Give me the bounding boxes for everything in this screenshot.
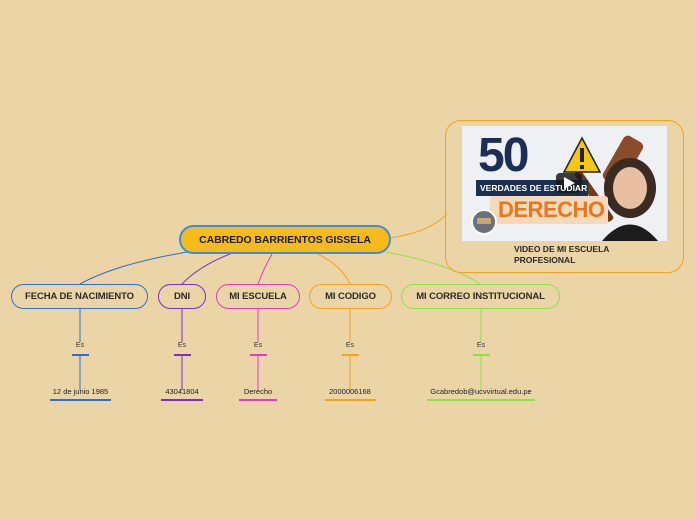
branch-label: MI CORREO INSTITUCIONAL: [416, 291, 545, 302]
link-fecha: [79, 249, 201, 285]
connector-label[interactable]: Es: [177, 342, 187, 349]
thumbnail-number: 50: [478, 129, 529, 182]
derecho-pill: [490, 196, 608, 224]
link-video: [389, 213, 448, 239]
video-thumbnail[interactable]: 50 VERDADES DE ESTUDIAR DERECHO: [462, 126, 667, 241]
central-topic-label: CABREDO BARRIENTOS GISSELA: [199, 233, 371, 246]
video-node[interactable]: [445, 120, 684, 273]
connector-label[interactable]: Es: [253, 342, 263, 349]
branch-fecha-de-nacimiento[interactable]: FECHA DE NACIMIENTO: [11, 284, 148, 309]
branch-mi-escuela[interactable]: MI ESCUELA: [216, 284, 300, 309]
value-escuela[interactable]: Derecho: [243, 387, 273, 396]
branch-label: MI ESCUELA: [229, 291, 287, 302]
branch-mi-correo-institucional[interactable]: MI CORREO INSTITUCIONAL: [401, 284, 560, 309]
connector-label[interactable]: Es: [476, 342, 486, 349]
video-caption: VIDEO DE MI ESCUELA PROFESIONAL: [514, 244, 610, 265]
person-photo: [602, 158, 658, 241]
thumbnail-art: [462, 126, 667, 241]
connector-label[interactable]: Es: [75, 342, 85, 349]
branch-dni[interactable]: DNI: [158, 284, 206, 309]
thumbnail-banner: VERDADES DE ESTUDIAR: [480, 183, 588, 193]
central-topic[interactable]: CABREDO BARRIENTOS GISSELA: [179, 225, 391, 254]
value-codigo[interactable]: 2000006168: [329, 387, 371, 396]
branch-label: MI CODIGO: [325, 291, 376, 302]
value-fecha[interactable]: 12 de junio 1985: [52, 387, 109, 396]
link-escuela: [257, 253, 273, 285]
link-dni: [181, 251, 236, 285]
thumbnail-word: DERECHO: [498, 197, 605, 222]
play-icon: [556, 173, 582, 193]
value-correo[interactable]: Gcabredob@ucvvirtual.edu.pe: [430, 387, 532, 396]
branch-label: DNI: [173, 291, 191, 302]
connector-label[interactable]: Es: [345, 342, 355, 349]
value-dni[interactable]: 43041804: [165, 387, 199, 396]
branch-mi-codigo[interactable]: MI CODIGO: [309, 284, 392, 309]
link-correo: [385, 251, 481, 285]
link-codigo: [317, 253, 351, 285]
branch-label: FECHA DE NACIMIENTO: [25, 291, 134, 302]
warning-icon: [562, 136, 602, 173]
